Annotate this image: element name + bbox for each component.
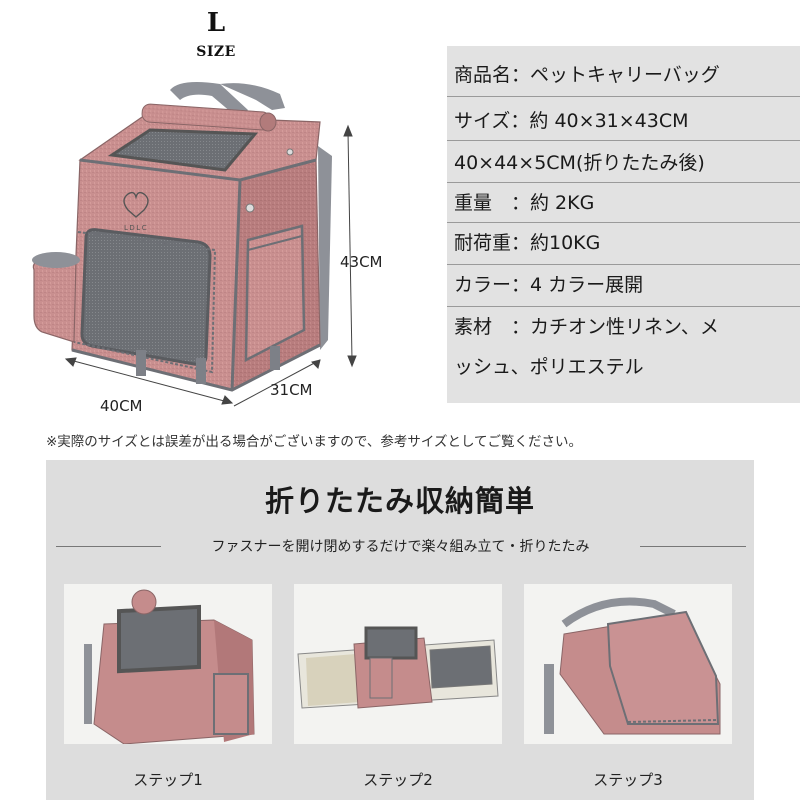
step-1-label: ステップ1	[133, 771, 203, 789]
brand-logo-icon	[123, 191, 149, 218]
spec-divider	[447, 264, 800, 265]
depth-dimension: 31CM	[270, 381, 313, 399]
step-3-photo	[524, 584, 732, 744]
step-2-photo	[294, 584, 502, 744]
grommet-icon	[245, 203, 255, 213]
pet-carrier-main-image: LDLC	[32, 82, 357, 407]
height-dimension: 43CM	[340, 253, 383, 271]
top-mesh-window	[107, 128, 259, 172]
spec-load-capacity: 耐荷重：約10KG	[454, 232, 601, 254]
spec-weight: 重量 ：約 2KG	[454, 192, 595, 214]
spec-divider	[447, 182, 800, 183]
dimension-lines	[64, 124, 357, 407]
corner-piping	[230, 179, 242, 391]
step-3-label: ステップ3	[593, 771, 663, 789]
shoulder-strap-right	[220, 83, 285, 110]
spec-divider	[447, 96, 800, 97]
brand-logo-text: LDLC	[124, 224, 148, 232]
left-pocket-rim	[32, 252, 80, 268]
spec-material: 素材 ：カチオン性リネン、メ	[454, 316, 719, 338]
fold-title: 折りたたみ収納簡単	[264, 484, 535, 518]
width-dimension: 40CM	[100, 397, 143, 415]
spec-panel: 商品名：ペットキャリーバッグ サイズ：約 40×31×43CM 40×44×5C…	[447, 46, 800, 403]
left-pocket	[32, 257, 77, 343]
spec-color: カラー：4 カラー展開	[454, 274, 644, 296]
grommet-icon	[286, 148, 294, 156]
side-pocket	[244, 224, 306, 363]
buckle-strap	[196, 358, 206, 384]
shoulder-strap-left	[170, 82, 248, 118]
spec-divider	[447, 306, 800, 307]
fold-subtitle: ファスナーを開け閉めするだけで楽々組み立て・折りたたみ	[211, 539, 590, 555]
side-pocket-zipper	[247, 235, 303, 251]
spec-material-cont: ッシュ、ポリエステル	[454, 356, 644, 378]
step-1-photo	[64, 584, 272, 744]
step-2-label: ステップ2	[363, 771, 433, 789]
back-strap	[318, 146, 332, 350]
front-mesh-door	[80, 228, 212, 366]
spec-folded-size: 40×44×5CM(折りたたみ後)	[454, 152, 705, 174]
roll-end	[259, 112, 277, 132]
buckle-strap	[270, 346, 280, 370]
spec-divider	[447, 222, 800, 223]
size-note: ※実際のサイズとは誤差が出る場合がございますので、参考サイズとしてご覧ください。	[46, 434, 583, 450]
spec-product-name: 商品名：ペットキャリーバッグ	[454, 64, 720, 86]
spec-size: サイズ：約 40×31×43CM	[454, 110, 689, 132]
size-word: SIZE	[196, 44, 236, 60]
buckle-strap	[136, 350, 146, 376]
subtitle-rule-left	[56, 546, 161, 547]
subtitle-rule-right	[640, 546, 746, 547]
size-letter: L	[206, 8, 226, 38]
spec-divider	[447, 140, 800, 141]
